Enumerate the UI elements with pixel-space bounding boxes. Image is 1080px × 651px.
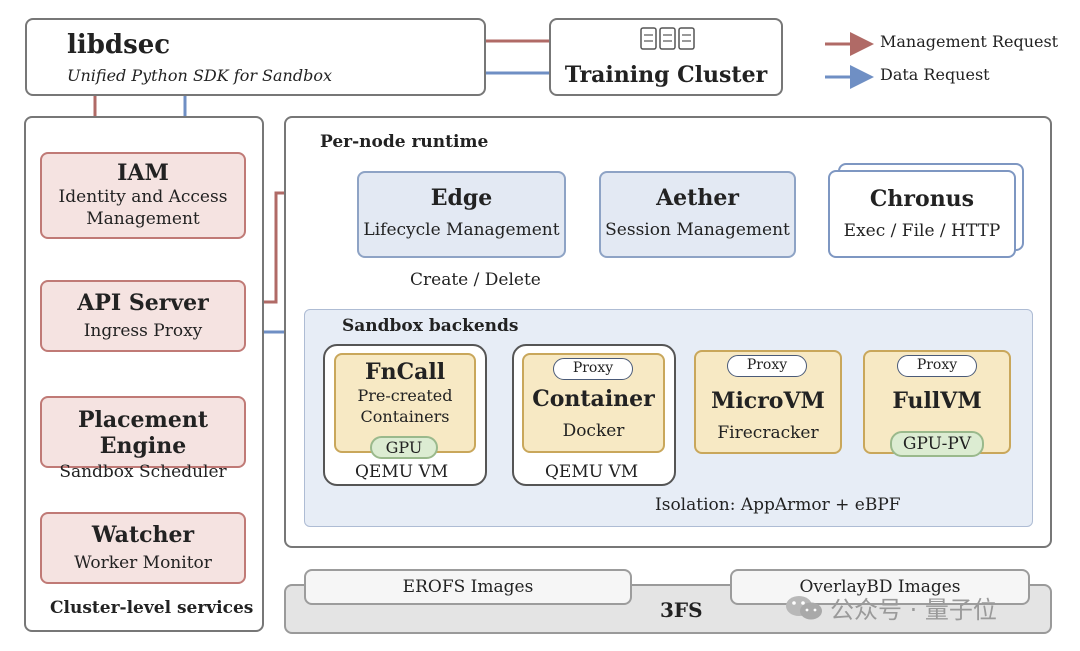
chronus-sub: Exec / File / HTTP [843, 221, 1001, 241]
isolation-label: Isolation: AppArmor + eBPF [655, 495, 901, 515]
container-sub: Docker [562, 421, 625, 441]
per-node-runtime-label: Per-node runtime [320, 132, 489, 152]
create-delete-label: Create / Delete [410, 270, 541, 290]
iam-title: IAM [117, 160, 169, 186]
api-server-box: API Server Ingress Proxy [40, 280, 246, 352]
aether-box: Aether Session Management [599, 171, 796, 258]
fncall-sub1: Pre-created [357, 386, 453, 405]
iam-sub1: Identity and Access [58, 187, 228, 207]
fncall-title: FnCall [364, 359, 446, 385]
aether-title: Aether [656, 185, 739, 211]
fullvm-gpu-pv-badge: GPU-PV [890, 431, 984, 457]
watermark: 公众号 · 量子位 [784, 586, 1052, 626]
fullvm-proxy-badge: Proxy [897, 355, 977, 377]
training-cluster-label: Training Cluster [564, 62, 768, 88]
sdk-subtitle: Unified Python SDK for Sandbox [67, 66, 332, 85]
legend-management-label: Management Request [880, 32, 1059, 51]
cluster-services-label: Cluster-level services [50, 598, 254, 618]
edge-box: Edge Lifecycle Management [357, 171, 566, 258]
watermark-text: 公众号 · 量子位 [830, 596, 997, 624]
microvm-proxy-label: Proxy [746, 357, 788, 373]
container-qemu-label: QEMU VM [545, 462, 639, 482]
placement-engine-title: Placement Engine [78, 407, 208, 459]
placement-engine-sub: Sandbox Scheduler [59, 462, 227, 482]
microvm-proxy-badge: Proxy [727, 355, 807, 377]
aether-sub: Session Management [605, 220, 790, 240]
container-proxy-label: Proxy [572, 360, 614, 376]
watcher-box: Watcher Worker Monitor [40, 512, 246, 584]
fncall-sub2: Containers [360, 407, 450, 426]
fullvm-title: FullVM [892, 388, 982, 414]
fncall-gpu-label: GPU [385, 438, 423, 457]
sdk-box: libdsec Unified Python SDK for Sandbox [25, 18, 486, 96]
container-proxy-badge: Proxy [553, 358, 633, 380]
fullvm-proxy-label: Proxy [916, 357, 958, 373]
fs-label: 3FS [660, 598, 703, 622]
erofs-box: EROFS Images [304, 569, 632, 605]
fncall-gpu-badge: GPU [370, 436, 438, 459]
chronus-title: Chronus [869, 186, 975, 212]
server-icon [639, 26, 697, 56]
fncall-qemu-label: QEMU VM [355, 462, 449, 482]
container-box: Container Docker [522, 353, 665, 453]
erofs-label: EROFS Images [402, 577, 534, 597]
legend-data-label: Data Request [880, 65, 990, 84]
overlaybd-label: OverlayBD Images [799, 577, 961, 597]
microvm-sub: Firecracker [717, 423, 819, 443]
container-title: Container [532, 386, 655, 412]
placement-engine-box: Placement Engine Sandbox Scheduler [40, 396, 246, 482]
sandbox-backends-label: Sandbox backends [342, 316, 519, 336]
chronus-box: Chronus Exec / File / HTTP [828, 170, 1016, 258]
watcher-title: Watcher [91, 522, 195, 548]
overlaybd-box: OverlayBD Images [730, 569, 1030, 605]
api-server-sub: Ingress Proxy [83, 321, 203, 341]
watcher-sub: Worker Monitor [74, 553, 212, 573]
edge-sub: Lifecycle Management [363, 220, 560, 240]
fullvm-gpu-pv-label: GPU-PV [902, 434, 972, 454]
edge-title: Edge [430, 185, 493, 211]
iam-box: IAM Identity and Access Management [40, 152, 246, 239]
iam-sub2: Management [86, 209, 200, 229]
training-cluster-box: Training Cluster [549, 18, 783, 96]
sdk-title: libdsec [67, 30, 171, 60]
api-server-title: API Server [77, 290, 209, 316]
microvm-title: MicroVM [711, 388, 825, 414]
wechat-icon [784, 592, 824, 626]
